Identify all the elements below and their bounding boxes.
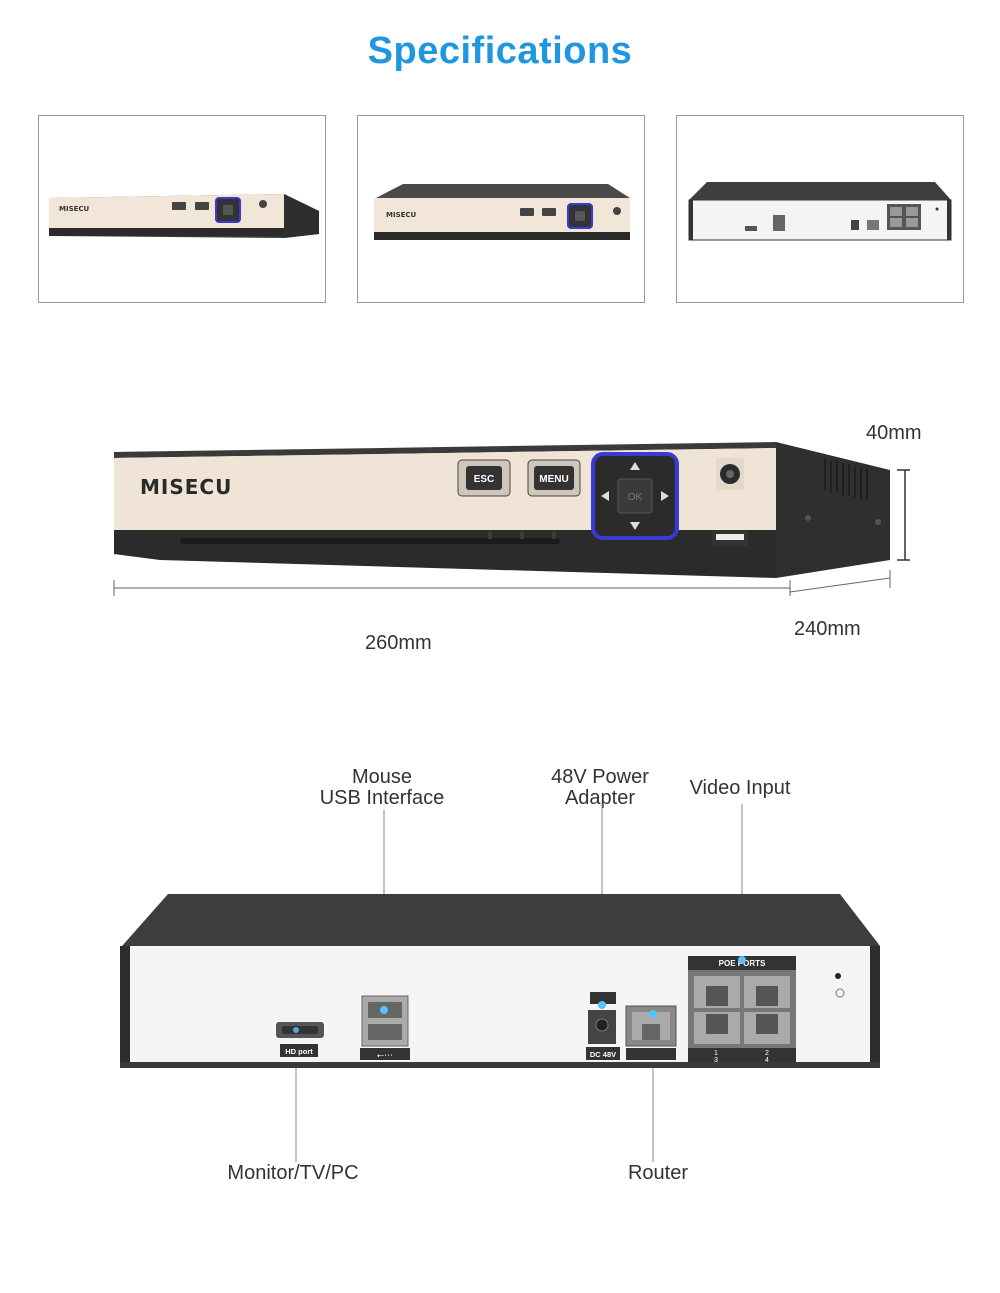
usb-icon: ⭠⋯ <box>377 1051 393 1061</box>
dc-label: DC 48V <box>590 1050 616 1059</box>
video-input-label: Video Input <box>689 777 791 799</box>
front-view-diagram: MISECU ESC MENU OK <box>113 442 910 596</box>
height-dimension: 40mm <box>866 422 922 444</box>
right-arrow-icon[interactable] <box>661 491 669 501</box>
port-number-3: 3 <box>714 1057 718 1064</box>
ok-button[interactable] <box>617 478 653 514</box>
depth-dimension: 240mm <box>794 618 861 640</box>
ok-label: OK <box>628 492 643 503</box>
page-title: Specifications <box>367 30 633 72</box>
port-number-2: 2 <box>765 1050 769 1057</box>
monitor-label: Monitor/TV/PC <box>227 1162 359 1184</box>
mouse-usb-line2: USB Interface <box>319 787 445 809</box>
port-number-1: 1 <box>714 1050 718 1057</box>
port-number-4: 4 <box>765 1057 769 1064</box>
ground-icon <box>835 988 845 998</box>
esc-label: ESC <box>474 474 495 485</box>
front-thumbnail: MISECU <box>357 115 645 303</box>
down-arrow-icon[interactable] <box>630 522 640 530</box>
left-arrow-icon[interactable] <box>601 491 609 501</box>
reset-hole-icon <box>835 973 841 979</box>
thumb1-brand: MISECU <box>59 205 90 213</box>
power-line2: Adapter <box>564 787 636 809</box>
thumb2-brand: MISECU <box>386 211 417 219</box>
menu-label: MENU <box>539 474 568 485</box>
mouse-usb-line1: Mouse <box>351 766 413 788</box>
network-icon <box>626 1048 676 1060</box>
hd-port-label: HD port <box>285 1047 313 1056</box>
rear-thumbnail <box>676 115 964 303</box>
esc-button[interactable] <box>466 466 502 490</box>
up-arrow-icon[interactable] <box>630 462 640 470</box>
router-label: Router <box>627 1162 689 1184</box>
front-angle-thumbnail: MISECU <box>38 115 326 303</box>
rear-view-diagram: HD port ⭠⋯ DC 48V POE PORTS 1 2 3 4 <box>120 804 880 1162</box>
menu-button[interactable] <box>534 466 574 490</box>
brand-logo: MISECU <box>140 475 232 499</box>
power-adapter-label: 48V Power Adapter <box>530 767 670 809</box>
power-line1: 48V Power <box>551 766 649 788</box>
width-dimension: 260mm <box>365 632 432 654</box>
mouse-usb-label: Mouse USB Interface <box>300 767 464 809</box>
